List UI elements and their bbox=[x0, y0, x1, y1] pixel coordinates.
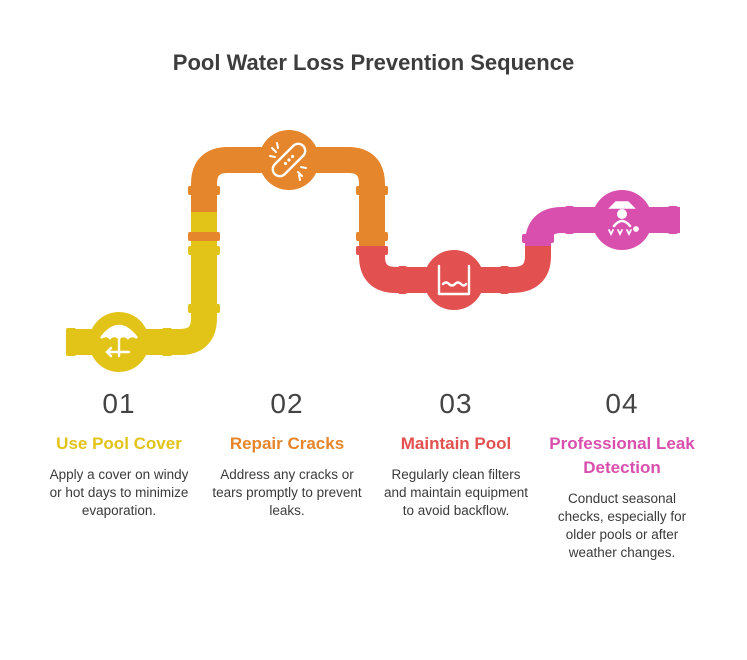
step-3-number: 03 bbox=[439, 388, 473, 419]
inspector-icon bbox=[608, 201, 639, 237]
step-4-heading: Professional Leak Detection bbox=[549, 434, 695, 477]
step-1: 01 Use Pool Cover Apply a cover on windy… bbox=[44, 388, 194, 520]
pool-icon bbox=[437, 264, 471, 296]
node-professional-leak-detection bbox=[592, 190, 652, 250]
step-3-heading: Maintain Pool bbox=[400, 434, 512, 453]
step-4-description: Conduct seasonal checks, especially for … bbox=[557, 491, 687, 560]
step-1-number: 01 bbox=[102, 388, 136, 419]
step-2-description: Address any cracks or tears promptly to … bbox=[212, 467, 362, 518]
umbrella-icon bbox=[100, 324, 138, 358]
step-3-description: Regularly clean filters and maintain equ… bbox=[383, 467, 529, 518]
step-4: 04 Professional Leak Detection Conduct s… bbox=[547, 388, 697, 562]
diagram-title: Pool Water Loss Prevention Sequence bbox=[172, 50, 575, 75]
step-4-number: 04 bbox=[605, 388, 639, 419]
step-2-number: 02 bbox=[270, 388, 304, 419]
pipe-segment-yellow bbox=[66, 210, 220, 356]
node-maintain-pool bbox=[424, 250, 484, 310]
pipe-segment-magenta bbox=[522, 206, 680, 257]
node-repair-cracks bbox=[259, 130, 319, 190]
step-2-heading: Repair Cracks bbox=[229, 434, 345, 453]
step-2: 02 Repair Cracks Address any cracks or t… bbox=[212, 388, 362, 520]
step-1-description: Apply a cover on windy or hot days to mi… bbox=[49, 467, 189, 518]
bandage-icon bbox=[269, 142, 307, 181]
node-use-pool-cover bbox=[89, 312, 149, 372]
step-1-heading: Use Pool Cover bbox=[56, 434, 182, 453]
step-3: 03 Maintain Pool Regularly clean filters… bbox=[381, 388, 531, 520]
